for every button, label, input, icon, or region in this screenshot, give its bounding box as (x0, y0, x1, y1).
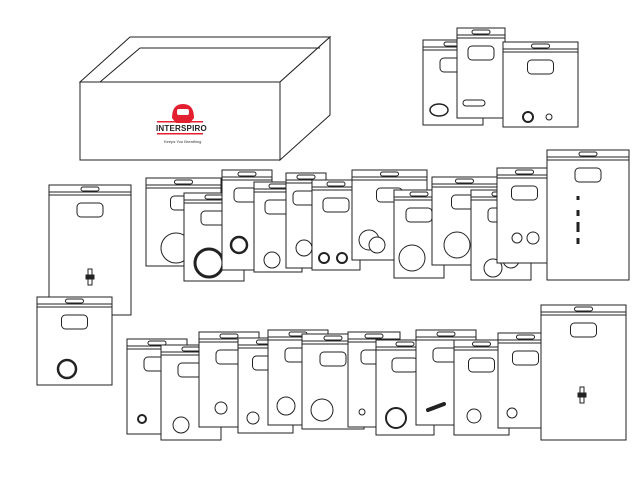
label-window (322, 197, 350, 213)
hanger-slot-icon (380, 171, 399, 177)
hanger-slot-icon (323, 335, 343, 341)
o-ring-icon (263, 251, 281, 269)
o-ring-icon (229, 235, 249, 255)
parts-packet (496, 167, 553, 264)
label-window (512, 350, 539, 366)
hanger-slot-icon (516, 334, 535, 340)
valve-icon (85, 268, 95, 286)
hanger-slot-icon (65, 298, 84, 304)
parts-packet (540, 304, 627, 441)
label-window (319, 351, 347, 367)
o-ring-icon (56, 358, 78, 380)
o-ring-icon (193, 247, 225, 279)
hanger-slot-icon (80, 186, 100, 192)
hanger-slot-icon (237, 171, 257, 177)
hanger-slot-icon (219, 333, 239, 339)
o-ring-icon (295, 239, 313, 257)
storage-box (78, 35, 332, 162)
hanger-slot-icon (296, 174, 316, 180)
hanger-slot-icon (147, 340, 167, 346)
o-ring-icon (398, 244, 426, 272)
hanger-slot-icon (472, 341, 491, 347)
parts-packet (502, 41, 579, 128)
label-window (511, 185, 538, 201)
hanger-slot-icon (409, 191, 429, 197)
o-ring-icon (526, 231, 540, 245)
o-ring-icon (318, 252, 330, 264)
valve-icon (577, 386, 587, 404)
parts-packet (456, 27, 506, 119)
label-window (468, 357, 495, 373)
o-ring-icon (368, 236, 386, 254)
hanger-slot-icon (531, 43, 550, 49)
hanger-slot-icon (204, 194, 224, 200)
hanger-slot-icon (326, 181, 346, 187)
o-ring-icon (137, 414, 147, 424)
label-window (76, 202, 104, 218)
hanger-slot-icon (574, 306, 593, 312)
hanger-slot-icon (174, 179, 193, 185)
o-ring-icon (310, 398, 334, 422)
label-window (405, 207, 433, 223)
label-window (61, 314, 88, 330)
o-ring-icon (466, 408, 482, 424)
tube-icon (462, 99, 486, 107)
o-ring-icon (214, 401, 228, 415)
o-ring-icon (358, 408, 366, 416)
parts-packet (48, 184, 132, 316)
hanger-slot-icon (395, 341, 415, 347)
label-window (391, 357, 419, 373)
o-ring-icon (443, 231, 471, 259)
hanger-slot-icon (436, 331, 456, 337)
brand-tagline: Keeps You Breathing (164, 139, 202, 144)
o-ring-icon (511, 232, 523, 244)
gasket-icon (429, 103, 449, 117)
hanger-slot-icon (471, 29, 491, 35)
parts-packet (546, 149, 630, 281)
o-ring-icon (276, 396, 296, 416)
o-ring-icon (172, 416, 190, 434)
label-window (570, 322, 597, 338)
label-window (527, 59, 554, 75)
o-ring-icon (506, 407, 518, 419)
o-ring-icon (336, 252, 348, 264)
brand-name: INTERSPIRO (156, 124, 207, 133)
o-ring-icon (522, 111, 534, 123)
packet-group (36, 27, 630, 441)
o-ring-icon (545, 113, 553, 121)
hanger-slot-icon (364, 333, 384, 339)
label-window (574, 167, 602, 183)
o-ring-icon (246, 411, 260, 425)
hanger-slot-icon (268, 183, 288, 189)
pin-icon (426, 402, 446, 412)
hanger-slot-icon (455, 178, 474, 184)
hanger-slot-icon (181, 346, 201, 352)
label-window (467, 45, 495, 61)
brand-logo-icon (157, 104, 203, 135)
o-ring-icon (385, 407, 407, 429)
parts-packet (36, 296, 113, 386)
hanger-slot-icon (578, 151, 598, 157)
hanger-slot-icon (515, 169, 534, 175)
